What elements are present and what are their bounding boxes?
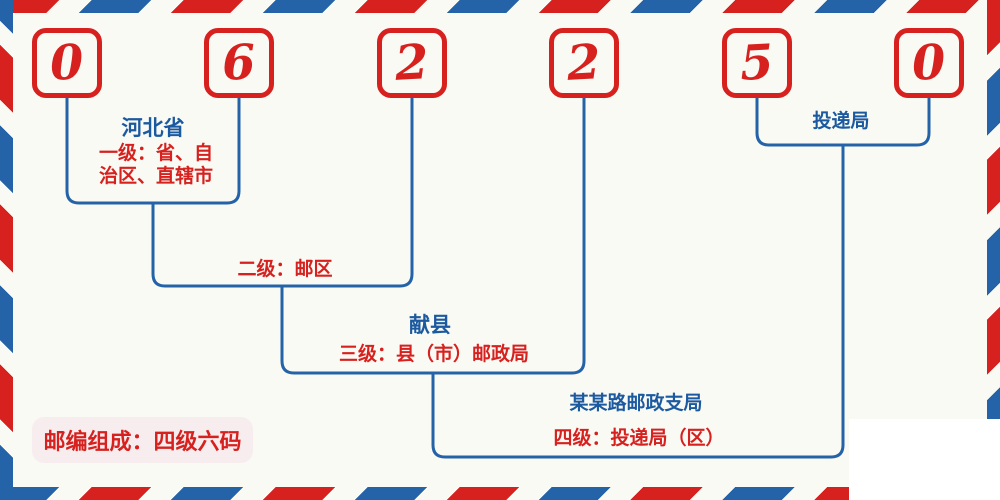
postal-digit-4: 2 <box>565 34 603 92</box>
postcode-composition-badge: 邮编组成：四级六码 <box>32 417 253 463</box>
postal-digit-5: 5 <box>738 34 776 92</box>
watermark-cover <box>849 419 1000 500</box>
level1-desc-line2: 治区、直辖市 <box>98 166 214 187</box>
postal-digit-box-3: 2 <box>377 28 447 98</box>
postal-digit-box-2: 6 <box>204 28 274 98</box>
postal-digit-box-4: 2 <box>549 28 619 98</box>
border-right-stripes <box>987 0 1000 500</box>
postal-digit-3: 2 <box>393 34 431 92</box>
level3-county-label: 献县 <box>409 314 451 337</box>
level3-desc: 三级：县（市）邮政局 <box>338 344 530 365</box>
postal-digit-1: 0 <box>48 34 86 92</box>
level1-desc-line1: 一级：省、自 <box>98 143 214 164</box>
border-left-stripes <box>0 0 13 500</box>
postal-digit-box-6: 0 <box>894 28 964 98</box>
postal-digit-6: 0 <box>910 34 948 92</box>
postal-digit-2: 6 <box>220 34 258 92</box>
level4-desc: 四级：投递局（区） <box>553 428 725 449</box>
level1-province-label: 河北省 <box>121 117 185 140</box>
postal-digit-box-5: 5 <box>722 28 792 98</box>
level2-desc: 二级：邮区 <box>237 259 333 280</box>
level4-office-label: 某某路邮政支局 <box>569 393 703 414</box>
delivery-office-label: 投递局 <box>812 111 870 132</box>
level1-desc: 一级：省、自 治区、直辖市 <box>99 142 213 188</box>
border-top-stripes <box>0 0 1000 13</box>
border-bottom-stripes <box>0 487 1000 500</box>
postal-digit-box-1: 0 <box>32 28 102 98</box>
postcode-composition-text: 邮编组成：四级六码 <box>43 429 242 454</box>
